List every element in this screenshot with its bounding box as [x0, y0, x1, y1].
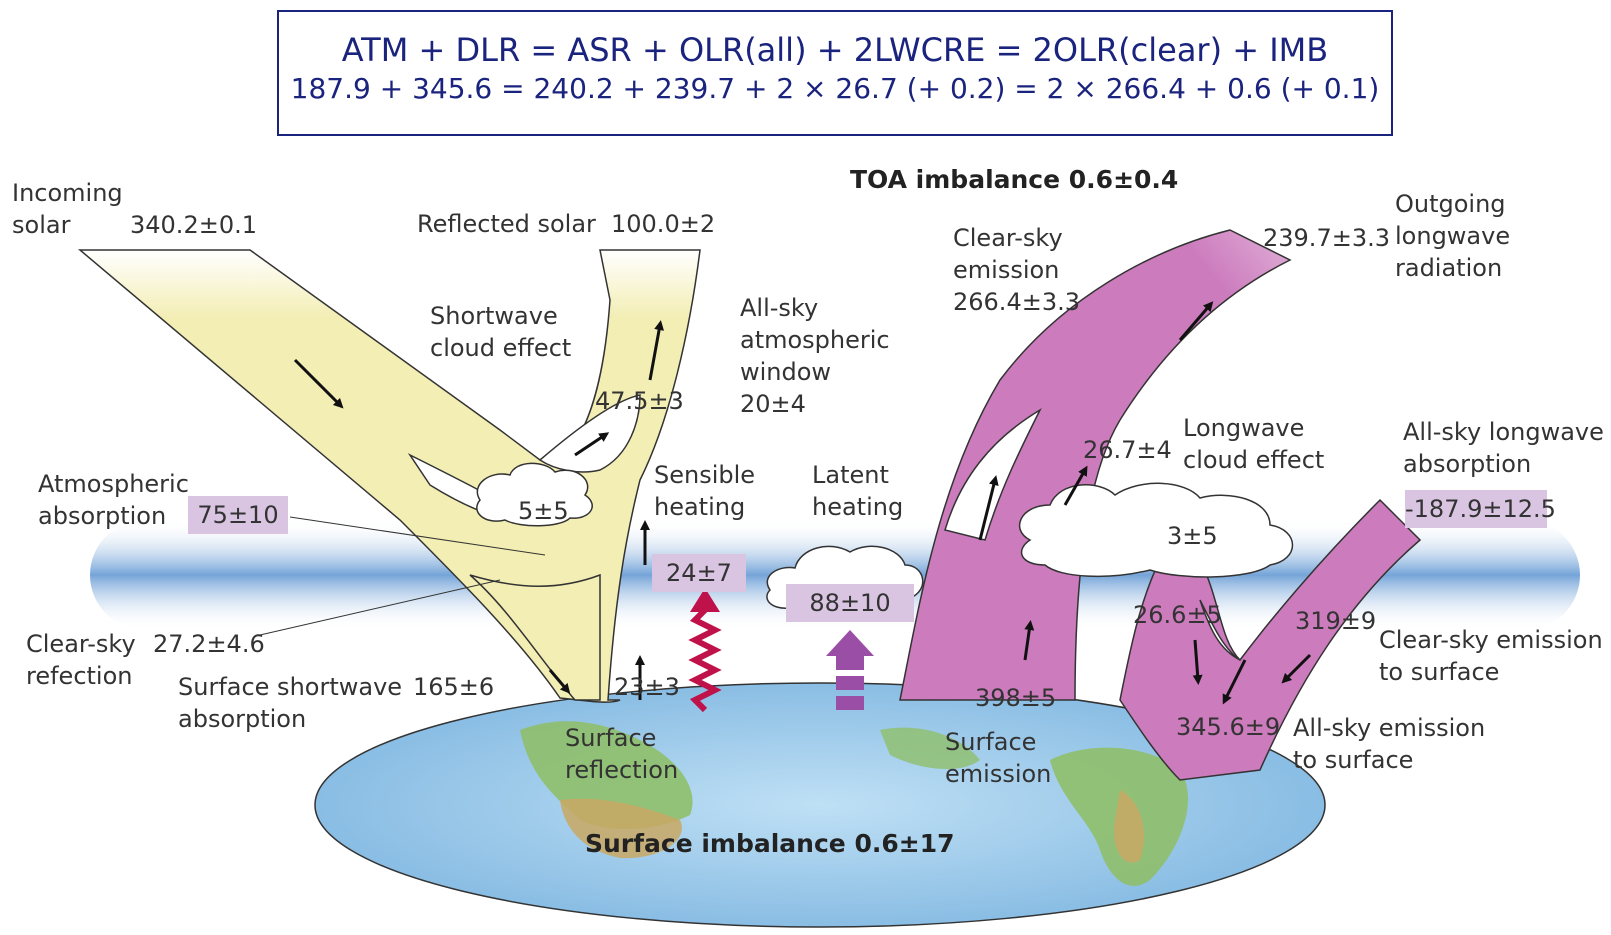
earth-globe [314, 682, 1326, 928]
clear-sky-emission-label-1: Clear-sky [953, 224, 1063, 252]
atmospheric-window-value: 20±4 [740, 390, 806, 418]
outgoing-longwave-label-2: longwave [1395, 222, 1511, 250]
all-sky-to-surface-value: 345.6±9 [1176, 713, 1281, 741]
surface-emission-value: 398±5 [975, 684, 1057, 712]
reflected-solar-value: 100.0±2 [611, 210, 716, 238]
longwave-absorption-label-2: absorption [1403, 450, 1532, 478]
reflected-solar-label: Reflected solar [417, 210, 596, 238]
surface-shortwave-absorption-label-1: Surface shortwave [178, 673, 403, 701]
atmospheric-absorption-label-1: Atmospheric [38, 470, 189, 498]
all-sky-to-surface-label-2: to surface [1293, 746, 1414, 774]
surface-reflection-label-1: Surface [565, 724, 657, 752]
longwave-cloud [1018, 482, 1294, 578]
longwave-cloud-effect-label-2: cloud effect [1183, 446, 1325, 474]
latent-heating-label-1: Latent [812, 461, 889, 489]
atmospheric-window-label-1: All-sky [740, 294, 819, 322]
longwave-cloud-effect-label-1: Longwave [1183, 414, 1305, 442]
clear-sky-emission-label-2: emission [953, 256, 1060, 284]
sensible-heating-label-1: Sensible [654, 461, 756, 489]
outgoing-longwave-value: 239.7±3.3 [1263, 224, 1390, 252]
longwave-absorption-label-1: All-sky longwave [1403, 418, 1604, 446]
surface-shortwave-absorption-label-2: absorption [178, 705, 307, 733]
sensible-heating-value: 24±7 [652, 554, 746, 592]
surface-reflection-label-2: reflection [565, 756, 679, 784]
surface-emission-label-1: Surface [945, 728, 1037, 756]
shortwave-cloud-value: 5±5 [518, 497, 569, 525]
all-sky-to-surface-label-1: All-sky emission [1293, 714, 1486, 742]
longwave-cloud-effect-value: 26.7±4 [1083, 436, 1172, 464]
equation-box: ATM + DLR = ASR + OLR(all) + 2LWCRE = 2O… [277, 10, 1393, 136]
latent-heating-arrow [826, 630, 874, 710]
longwave-cloud-downward-value: 26.6±5 [1133, 601, 1222, 629]
surface-emission-label-2: emission [945, 760, 1052, 788]
outgoing-longwave-label-1: Outgoing [1395, 190, 1506, 218]
equation-line-2: 187.9 + 345.6 = 240.2 + 239.7 + 2 × 26.7… [290, 72, 1380, 105]
shortwave-flows [77, 249, 701, 703]
outgoing-longwave-label-3: radiation [1395, 254, 1503, 282]
surface-imbalance-label: Surface imbalance 0.6±17 [585, 829, 955, 858]
incoming-solar-value: 340.2±0.1 [130, 211, 257, 239]
atmospheric-absorption-label-2: absorption [38, 502, 167, 530]
clear-sky-emission-value: 266.4±3.3 [953, 288, 1080, 316]
clear-sky-to-surface-label-2: to surface [1379, 658, 1500, 686]
atmospheric-absorption-value: 75±10 [188, 496, 288, 534]
atmospheric-window-label-3: window [740, 358, 832, 386]
longwave-absorption-value: -187.9±12.5 [1405, 490, 1556, 528]
pointer-lines [259, 516, 546, 636]
incoming-solar-label-2: solar [12, 211, 71, 239]
latent-heating-label-2: heating [812, 493, 904, 521]
clear-sky-reflection-value: 27.2±4.6 [153, 630, 265, 658]
sensible-heating-label-2: heating [654, 493, 746, 521]
shortwave-cloud [476, 462, 593, 527]
clear-sky-to-surface-value: 319±9 [1295, 607, 1377, 635]
atmospheric-window-label-2: atmospheric [740, 326, 890, 354]
longwave-cloud-value: 3±5 [1167, 522, 1218, 550]
surface-shortwave-absorption-value: 165±6 [413, 673, 495, 701]
latent-heating-value: 88±10 [786, 584, 914, 622]
surface-reflection-value: 23±3 [614, 673, 680, 701]
sensible-heating-arrow [688, 588, 722, 713]
toa-imbalance-label: TOA imbalance 0.6±0.4 [850, 165, 1179, 194]
clear-sky-reflection-label-1: Clear-sky [26, 630, 136, 658]
shortwave-cloud-effect-label-1: Shortwave [430, 302, 558, 330]
flow-arrows [293, 301, 1312, 705]
incoming-solar-label-1: Incoming [12, 179, 123, 207]
shortwave-cloud-effect-value: 47.5±3 [595, 387, 684, 415]
clear-sky-reflection-label-2: refection [26, 662, 133, 690]
equation-line-1: ATM + DLR = ASR + OLR(all) + 2LWCRE = 2O… [341, 31, 1329, 69]
clear-sky-to-surface-label-1: Clear-sky emission [1379, 626, 1603, 654]
shortwave-cloud-effect-label-2: cloud effect [430, 334, 572, 362]
